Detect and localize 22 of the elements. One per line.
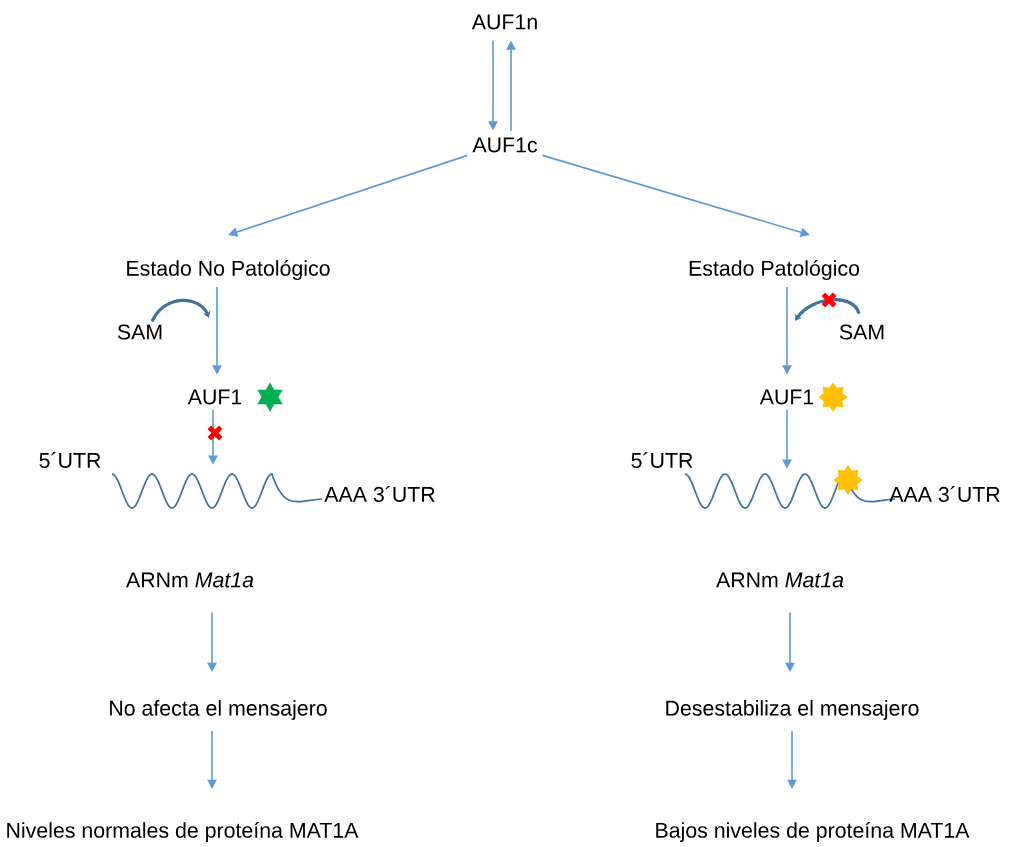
label-text: AAA 3´UTR [324,486,435,502]
label-text: 5´UTR [39,452,101,468]
label-text: 5´UTR [631,452,693,468]
label-text: Estado No Patológico [127,259,330,281]
label-text: ARNm Mat1a [716,572,844,588]
label-text: Desestabiliza el mensajero [666,700,919,720]
label-text: AAA 3´UTR [889,486,1000,502]
label-text: AUF1n [471,14,537,30]
label-text: Bajos niveles de proteína MAT1A [656,821,970,843]
label-text: SAM [117,324,162,340]
curved-arrow [150,298,211,323]
label-text: Niveles normales de proteína MAT1A [7,821,359,843]
arrow [228,154,469,237]
label-text: ARNm Mat1a [126,572,254,588]
label-text: No afecta el mensajero [110,700,327,720]
label-text: AUF1 [759,389,814,405]
curved-arrow [795,298,861,321]
label-text: AUF1c [472,137,538,153]
label-text: AUF1 [187,389,242,405]
label-text: SAM [839,324,884,340]
mrna-wave [111,473,323,509]
label-text: Estado Patológico [689,259,860,281]
